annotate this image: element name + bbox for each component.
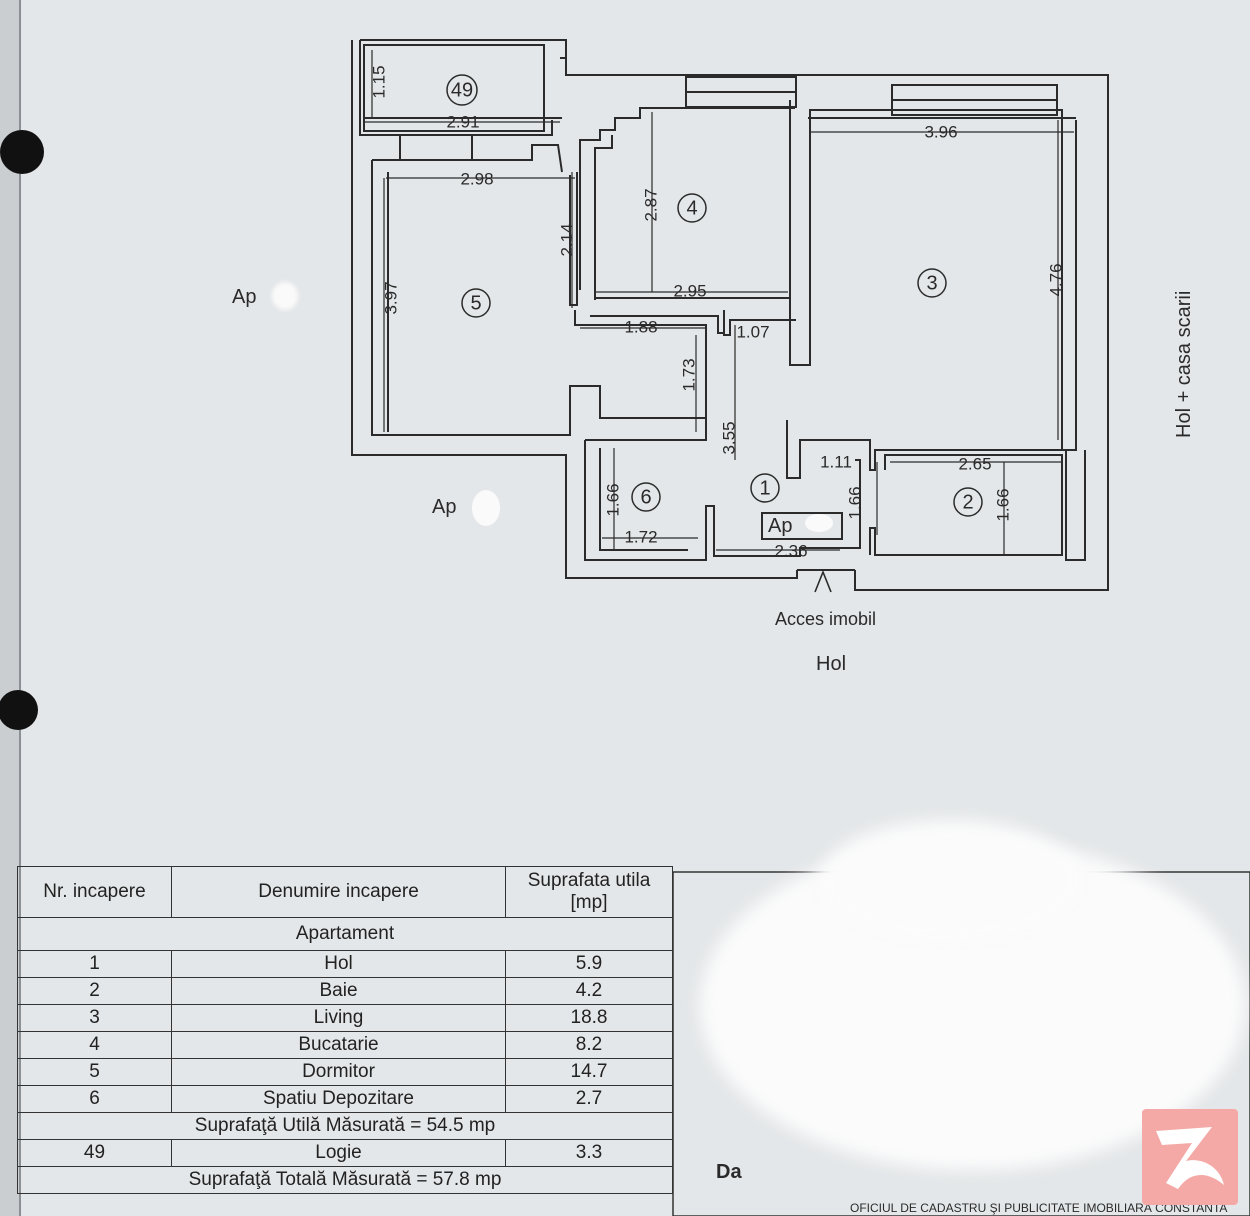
cell-name: Living (171, 1004, 506, 1032)
table-header-row: Nr. incapere Denumire incapere Suprafata… (17, 866, 673, 918)
dim-2-98: 2.98 (460, 169, 493, 188)
table-row: 6 Spatiu Depozitare 2.7 (17, 1085, 673, 1113)
dim-1-11: 1.11 (820, 452, 852, 471)
cell-area: 18.8 (505, 1004, 673, 1032)
header-nr: Nr. incapere (17, 866, 172, 918)
room-number-3: 3 (926, 272, 937, 294)
rooms-table: Nr. incapere Denumire incapere Suprafata… (17, 866, 673, 1194)
dimension-lines (365, 50, 1074, 555)
subtotal-row: Suprafaţă Utilă Măsurată = 54.5 mp (17, 1112, 673, 1140)
dim-1-88: 1.88 (624, 317, 657, 336)
binder-hole-bottom (0, 690, 38, 730)
cell-area: 8.2 (505, 1031, 673, 1059)
cell-nr: 5 (17, 1058, 172, 1086)
cell-area: 4.2 (505, 977, 673, 1005)
table-row: 5 Dormitor 14.7 (17, 1058, 673, 1086)
total-text: Suprafaţă Totală Măsurată = 57.8 mp (17, 1166, 673, 1194)
stamp-fragment: Da (716, 1161, 742, 1183)
label-stair: Hol + casa scarii (1173, 291, 1195, 438)
cell-name: Bucatarie (171, 1031, 506, 1059)
dim-2-91: 2.91 (446, 112, 479, 131)
dim-2-65: 2.65 (958, 454, 991, 473)
dim-3-97: 3.97 (381, 281, 400, 314)
label-access: Acces imobil (775, 609, 876, 629)
dim-1-15: 1.15 (369, 65, 388, 98)
section-title: Apartament (17, 917, 673, 951)
dim-2-14: 2.14 (557, 223, 576, 256)
room-number-2: 2 (962, 491, 973, 513)
cell-area: 2.7 (505, 1085, 673, 1113)
cell-nr: 2 (17, 977, 172, 1005)
header-name: Denumire incapere (171, 866, 506, 918)
walls (351, 39, 1109, 591)
label-ap-left-top: Ap (232, 286, 256, 308)
cell-area: 3.3 (505, 1139, 673, 1167)
dimension-labels: 1.15 2.91 2.98 2.14 2.87 3.96 2.95 4.76 … (369, 65, 1065, 560)
dim-1-66-hall: 1.66 (845, 486, 864, 519)
cell-name: Spatiu Depozitare (171, 1085, 506, 1113)
dim-1-73: 1.73 (679, 358, 698, 391)
watermark-logo-icon (1142, 1109, 1238, 1205)
room-numbers: 49 4 3 5 6 1 2 (451, 79, 974, 513)
room-number-circles (446, 74, 983, 517)
dim-2-95: 2.95 (673, 281, 706, 300)
binder-hole-top (0, 130, 44, 174)
cell-area: 14.7 (505, 1058, 673, 1086)
table-row: 4 Bucatarie 8.2 (17, 1031, 673, 1059)
cell-name: Hol (171, 950, 506, 978)
room-number-49: 49 (451, 79, 473, 101)
dim-1-07: 1.07 (736, 322, 769, 341)
subtotal-text: Suprafaţă Utilă Măsurată = 54.5 mp (17, 1112, 673, 1140)
bottom-fragment: OFICIUL DE CADASTRU ŞI PUBLICITATE IMOBI… (850, 1200, 1227, 1215)
label-ap-left-bottom: Ap (432, 496, 456, 518)
room-number-5: 5 (470, 292, 481, 314)
cell-nr: 1 (17, 950, 172, 978)
room-number-4: 4 (686, 197, 697, 219)
label-ap-entry: Ap (768, 515, 792, 537)
cell-nr: 3 (17, 1004, 172, 1032)
cell-name: Logie (171, 1139, 506, 1167)
table-row: 1 Hol 5.9 (17, 950, 673, 978)
table-row: 3 Living 18.8 (17, 1004, 673, 1032)
cell-nr: 6 (17, 1085, 172, 1113)
room-number-6: 6 (640, 486, 651, 508)
table-row: 2 Baie 4.2 (17, 977, 673, 1005)
cell-area: 5.9 (505, 950, 673, 978)
dim-2-87: 2.87 (641, 188, 660, 221)
dim-2-36: 2.36 (774, 541, 807, 560)
label-hall: Hol (816, 653, 846, 675)
dim-1-66-storage: 1.66 (603, 483, 622, 516)
table-row-logia: 49 Logie 3.3 (17, 1139, 673, 1167)
plan-labels: Ap Ap Ap Hol + casa scarii Acces imobil … (232, 282, 1195, 675)
cell-nr: 4 (17, 1031, 172, 1059)
dim-1-72: 1.72 (624, 527, 657, 546)
cell-name: Baie (171, 977, 506, 1005)
total-row: Suprafaţă Totală Măsurată = 57.8 mp (17, 1166, 673, 1194)
dim-3-55: 3.55 (719, 421, 738, 454)
dim-4-76: 4.76 (1046, 263, 1065, 296)
room-number-1: 1 (759, 477, 770, 499)
dim-1-66-bath: 1.66 (993, 488, 1012, 521)
access-arrow-icon (814, 569, 832, 593)
header-area: Suprafata utila [mp] (505, 866, 673, 918)
cell-name: Dormitor (171, 1058, 506, 1086)
section-row: Apartament (17, 917, 673, 951)
redaction-blob-2 (820, 820, 1080, 940)
dim-3-96: 3.96 (924, 122, 957, 141)
cell-nr: 49 (17, 1139, 172, 1167)
